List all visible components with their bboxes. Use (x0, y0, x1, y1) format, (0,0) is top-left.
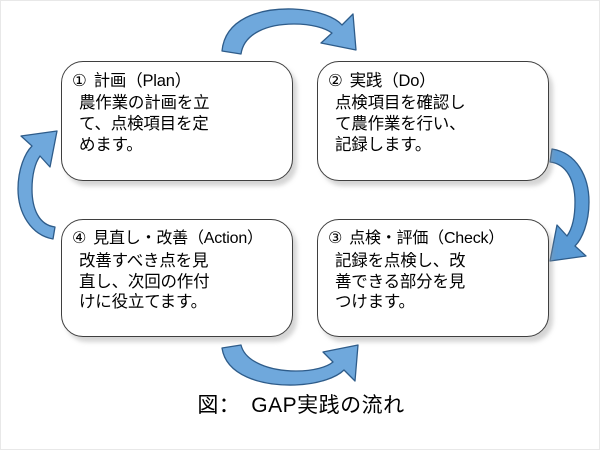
pdca-box-plan: ① 計画（Plan） 農作業の計画を立 て、点検項目を定 めます。 (61, 61, 293, 181)
arrow-action-to-plan (17, 130, 58, 240)
pdca-box-do-title-text: 実践（Do） (349, 72, 436, 90)
arrow-plan-to-do (221, 8, 357, 55)
pdca-box-plan-title-text: 計画（Plan） (93, 72, 192, 90)
pdca-box-plan-title: ① 計画（Plan） (72, 71, 282, 92)
pdca-box-do-title: ② 実践（Do） (328, 71, 538, 92)
pdca-box-do-number: ② (328, 72, 343, 90)
pdca-box-check-title-text: 点検・評価（Check） (349, 230, 505, 247)
pdca-box-plan-number: ① (72, 72, 87, 90)
diagram-caption: 図： GAP実践の流れ (197, 394, 405, 417)
pdca-box-check-title: ③ 点検・評価（Check） (328, 229, 538, 250)
pdca-box-action-title: ④ 見直し・改善（Action） (72, 229, 282, 250)
pdca-box-check-body: 記録を点検し、改 善できる部分を見 つけます。 (335, 251, 466, 312)
pdca-box-action-number: ④ (72, 230, 87, 247)
pdca-box-action-title-text: 見直し・改善（Action） (93, 230, 263, 247)
arrow-do-to-check (549, 148, 590, 262)
pdca-box-action-body: 改善すべき点を見 直し、次回の作付 けに役立てます。 (79, 251, 210, 312)
arrow-check-to-action (221, 344, 359, 386)
pdca-box-do: ② 実践（Do） 点検項目を確認し て農作業を行い、 記録します。 (317, 61, 549, 181)
pdca-box-plan-body: 農作業の計画を立 て、点検項目を定 めます。 (79, 94, 210, 154)
pdca-box-action: ④ 見直し・改善（Action） 改善すべき点を見 直し、次回の作付 けに役立てま… (61, 219, 293, 337)
pdca-box-check: ③ 点検・評価（Check） 記録を点検し、改 善できる部分を見 つけます。 (317, 219, 549, 337)
pdca-box-do-body: 点検項目を確認し て農作業を行い、 記録します。 (335, 94, 466, 154)
pdca-box-check-number: ③ (328, 230, 343, 247)
